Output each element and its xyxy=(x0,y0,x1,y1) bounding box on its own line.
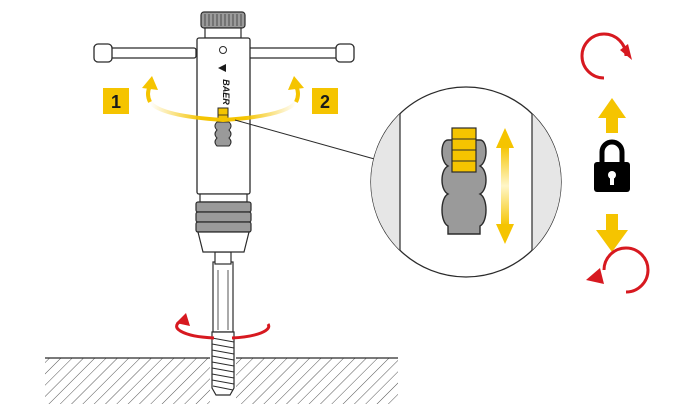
top-knurled-cap xyxy=(200,11,246,39)
padlock-icon xyxy=(594,139,630,192)
zoom-detail-circle xyxy=(370,86,562,278)
zoom-leader-line xyxy=(234,119,379,161)
arrow-up-icon xyxy=(598,98,626,133)
step-badge-1: 1 xyxy=(103,88,129,114)
tap-bit xyxy=(211,251,235,396)
arrow-down-icon xyxy=(596,214,628,252)
step-badge-2: 2 xyxy=(312,88,338,114)
workpiece xyxy=(45,357,398,404)
brand-text: BAER xyxy=(221,79,231,105)
step-label-2: 2 xyxy=(320,92,330,112)
step-label-1: 1 xyxy=(111,92,121,112)
handle-rotation-arrows xyxy=(142,76,304,123)
brand-logo: BAER xyxy=(218,64,231,105)
rotate-cw-arrow-icon xyxy=(580,32,632,80)
chuck-knurled-sleeve xyxy=(195,193,252,253)
wrench-body xyxy=(196,37,251,195)
rotate-ccw-arrow-icon xyxy=(175,313,271,340)
rotate-ccw-arrow-icon xyxy=(586,246,650,294)
